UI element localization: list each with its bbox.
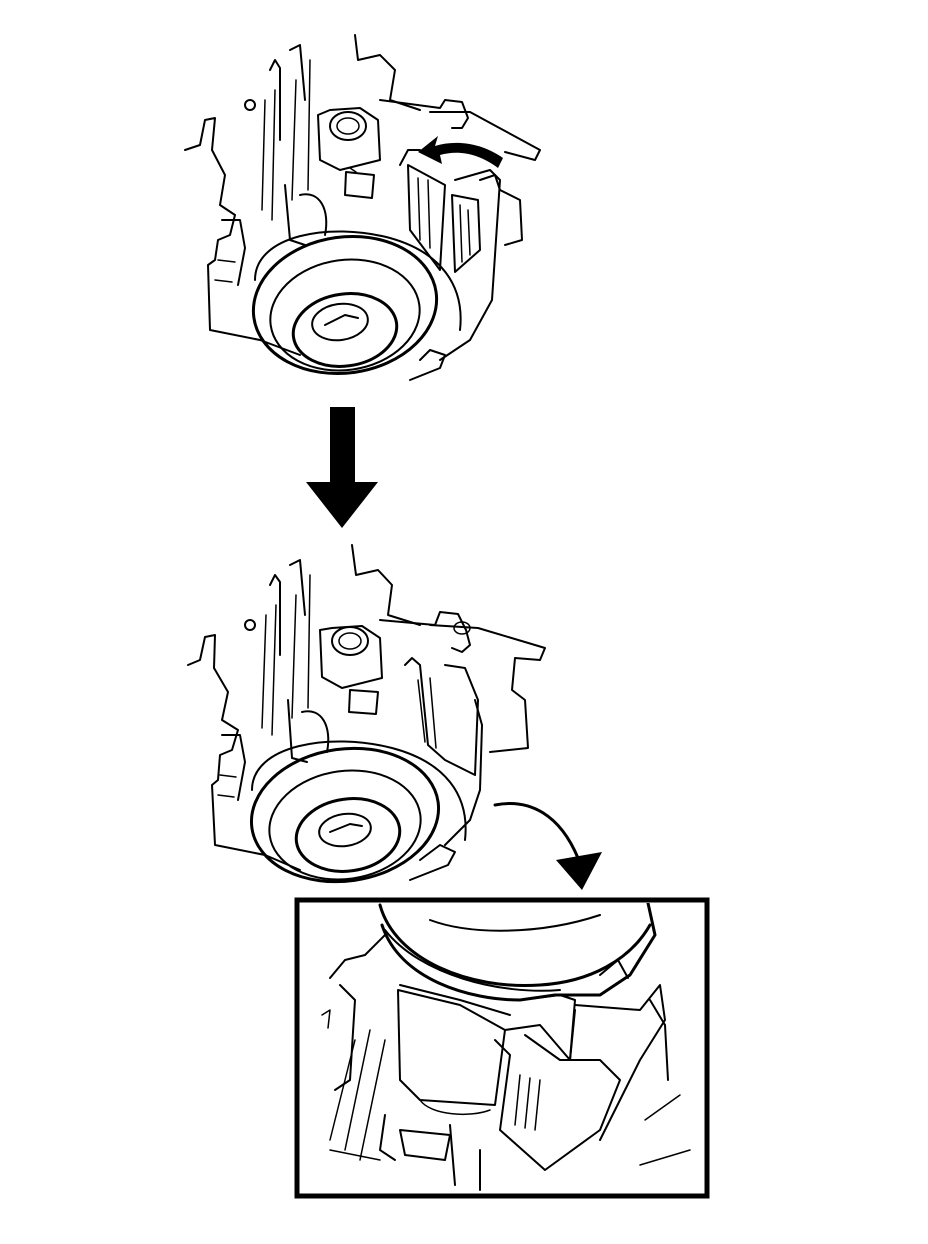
callout-arrow-icon [556, 852, 602, 890]
down-arrow-icon [306, 407, 378, 528]
switch-illustration-before [184, 34, 541, 381]
callout-arrow-icon-stem [493, 802, 580, 860]
switch-illustration-after [187, 544, 602, 890]
curved-arrow-icon [418, 136, 503, 168]
detail-inset [294, 897, 710, 1199]
